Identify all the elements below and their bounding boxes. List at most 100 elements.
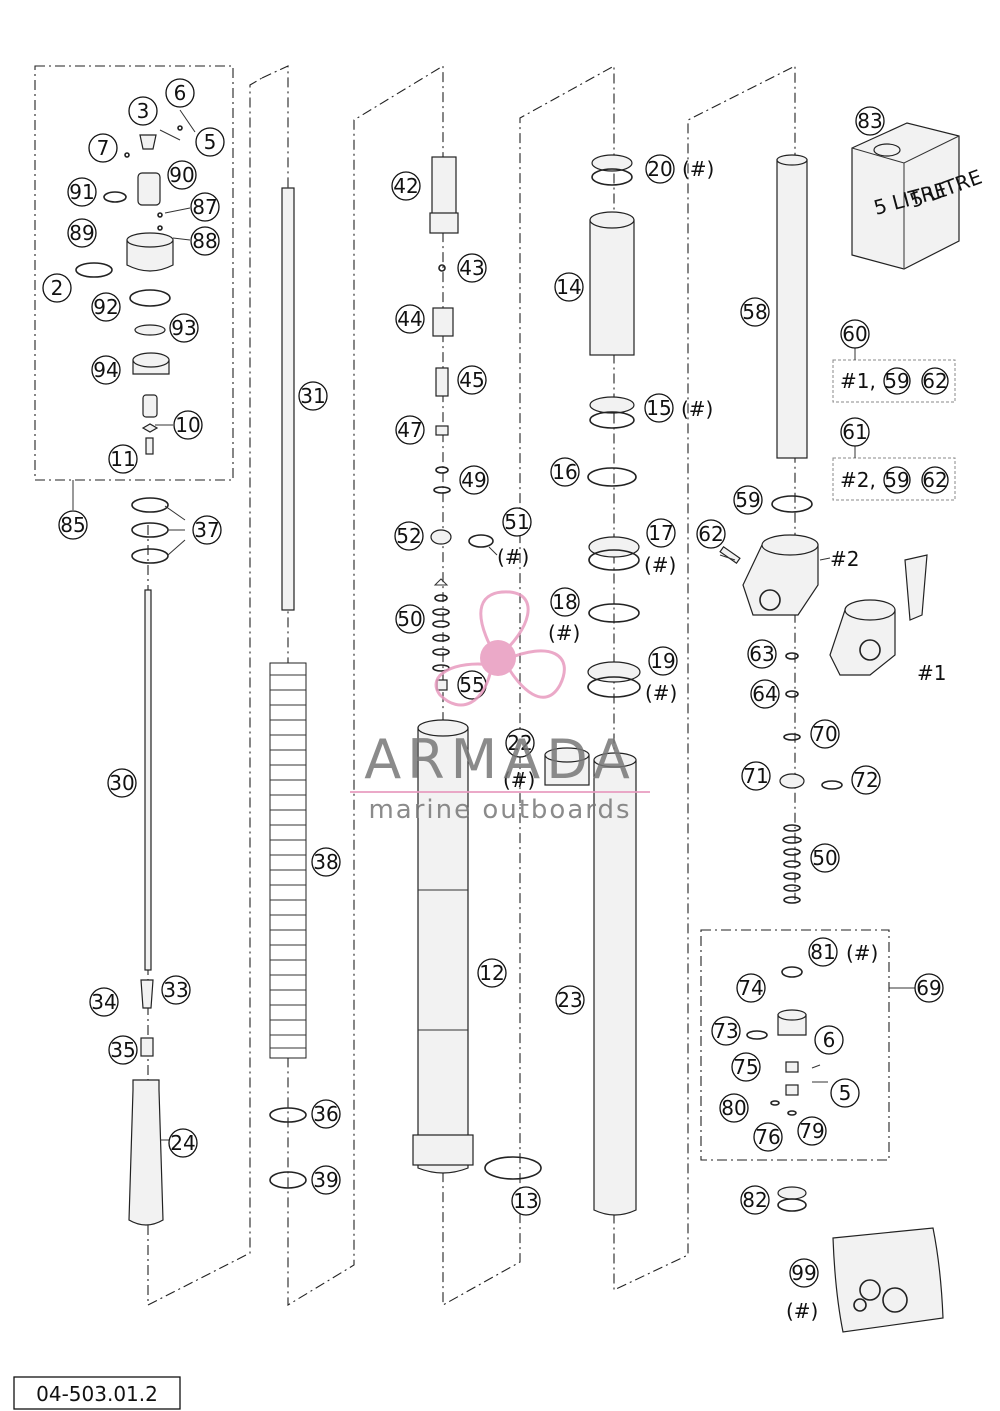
- svg-text:75: 75: [733, 1055, 758, 1079]
- callout-23: 23: [555, 985, 585, 1015]
- callout-31: 31: [298, 381, 328, 411]
- callout-76: 76: [753, 1122, 783, 1152]
- svg-text:2: 2: [51, 276, 64, 300]
- svg-text:15: 15: [646, 396, 671, 420]
- callout-42: 42: [391, 171, 421, 201]
- callout-85: 85: [58, 510, 88, 540]
- callout-2: 2: [42, 273, 72, 303]
- svg-text:81: 81: [810, 940, 835, 964]
- callout-93: 93: [169, 313, 199, 343]
- callout-74: 74: [736, 973, 766, 1003]
- callout-24: 24: [168, 1128, 198, 1158]
- callout-51: 51: [502, 507, 532, 537]
- callout-70: 70: [810, 719, 840, 749]
- svg-text:63: 63: [749, 642, 774, 666]
- callout-3: 3: [128, 96, 158, 126]
- svg-text:60: 60: [842, 322, 867, 346]
- column-4-parts: [544, 154, 641, 1216]
- svg-text:44: 44: [397, 307, 422, 331]
- svg-text:7: 7: [97, 136, 110, 160]
- svg-text:18: 18: [552, 590, 577, 614]
- callout-36: 36: [311, 1099, 341, 1129]
- svg-text:38: 38: [313, 850, 338, 874]
- svg-text:51: 51: [504, 510, 529, 534]
- svg-text:14: 14: [556, 275, 581, 299]
- callout-50-left: 50: [395, 604, 425, 634]
- svg-text:3: 3: [137, 99, 150, 123]
- svg-text:61: 61: [842, 420, 867, 444]
- callout-7: 7: [88, 133, 118, 163]
- callout-6-lower: 6: [814, 1025, 844, 1055]
- svg-text:50: 50: [397, 607, 422, 631]
- svg-text:31: 31: [300, 384, 325, 408]
- callout-87: 87: [190, 192, 220, 222]
- svg-text:91: 91: [69, 180, 94, 204]
- svg-text:89: 89: [69, 221, 94, 245]
- callout-15: 15: [644, 393, 674, 423]
- svg-text:59: 59: [884, 468, 909, 492]
- svg-text:59: 59: [735, 488, 760, 512]
- svg-text:72: 72: [853, 768, 878, 792]
- callout-47: 47: [395, 415, 425, 445]
- propeller-logo: [434, 590, 566, 707]
- callout-80: 80: [719, 1093, 749, 1123]
- callout-60: 60: [840, 319, 870, 349]
- svg-text:82: 82: [742, 1188, 767, 1212]
- svg-text:13: 13: [513, 1189, 538, 1213]
- svg-text:5: 5: [204, 130, 217, 154]
- callout-64: 64: [750, 679, 780, 709]
- diagram-code: 04-503.01.2: [36, 1382, 158, 1406]
- svg-text:62: 62: [922, 468, 947, 492]
- callout-81: 81: [808, 937, 838, 967]
- svg-text:6: 6: [823, 1028, 836, 1052]
- callout-33: 33: [161, 975, 191, 1005]
- callout-17: 17: [646, 518, 676, 548]
- callout-5: 5: [195, 127, 225, 157]
- callout-59-box2: 59: [883, 466, 911, 494]
- callout-43: 43: [457, 253, 487, 283]
- svg-text:37: 37: [194, 518, 219, 542]
- column-2-parts: [269, 187, 307, 1189]
- callout-59-box1: 59: [883, 367, 911, 395]
- callout-14: 14: [554, 272, 584, 302]
- subassembly-box-85: [34, 65, 234, 481]
- variant-box-2: [832, 457, 956, 501]
- variant-box-2-label: #2,: [840, 468, 876, 492]
- diagram-code-box: 04-503.01.2: [13, 1376, 181, 1410]
- hash-marker-51: (#): [497, 545, 529, 569]
- svg-text:30: 30: [109, 771, 134, 795]
- svg-text:45: 45: [459, 368, 484, 392]
- svg-text:19: 19: [650, 649, 675, 673]
- column-5-parts: [719, 154, 928, 1212]
- svg-text:5: 5: [839, 1081, 852, 1105]
- callout-90: 90: [167, 160, 197, 190]
- svg-text:24: 24: [170, 1131, 195, 1155]
- svg-text:12: 12: [479, 961, 504, 985]
- callout-30: 30: [107, 768, 137, 798]
- callout-19: 19: [648, 646, 678, 676]
- callout-91: 91: [67, 177, 97, 207]
- svg-text:52: 52: [396, 524, 421, 548]
- svg-text:10: 10: [175, 413, 200, 437]
- hash-marker-81: (#): [846, 941, 878, 965]
- svg-text:62: 62: [698, 522, 723, 546]
- svg-text:23: 23: [557, 988, 582, 1012]
- hash-marker-17: (#): [644, 553, 676, 577]
- callout-20: 20: [645, 154, 675, 184]
- svg-text:76: 76: [755, 1125, 780, 1149]
- svg-text:47: 47: [397, 418, 422, 442]
- column-3-parts: [412, 156, 542, 1180]
- variant-box-1-label: #1,: [840, 369, 876, 393]
- hash-marker-20: (#): [682, 157, 714, 181]
- hash-marker-19: (#): [645, 681, 677, 705]
- hash-marker-18: (#): [548, 621, 580, 645]
- svg-text:88: 88: [192, 229, 217, 253]
- fork-oil-can: 5 LITRE 5 LITRE: [851, 122, 985, 270]
- callout-82: 82: [740, 1185, 770, 1215]
- callout-16: 16: [550, 457, 580, 487]
- svg-text:11: 11: [110, 447, 135, 471]
- watermark-brand: ARMADA: [364, 728, 636, 791]
- callout-75: 75: [731, 1052, 761, 1082]
- svg-text:80: 80: [721, 1096, 746, 1120]
- variant-tag-2: #2: [830, 547, 859, 571]
